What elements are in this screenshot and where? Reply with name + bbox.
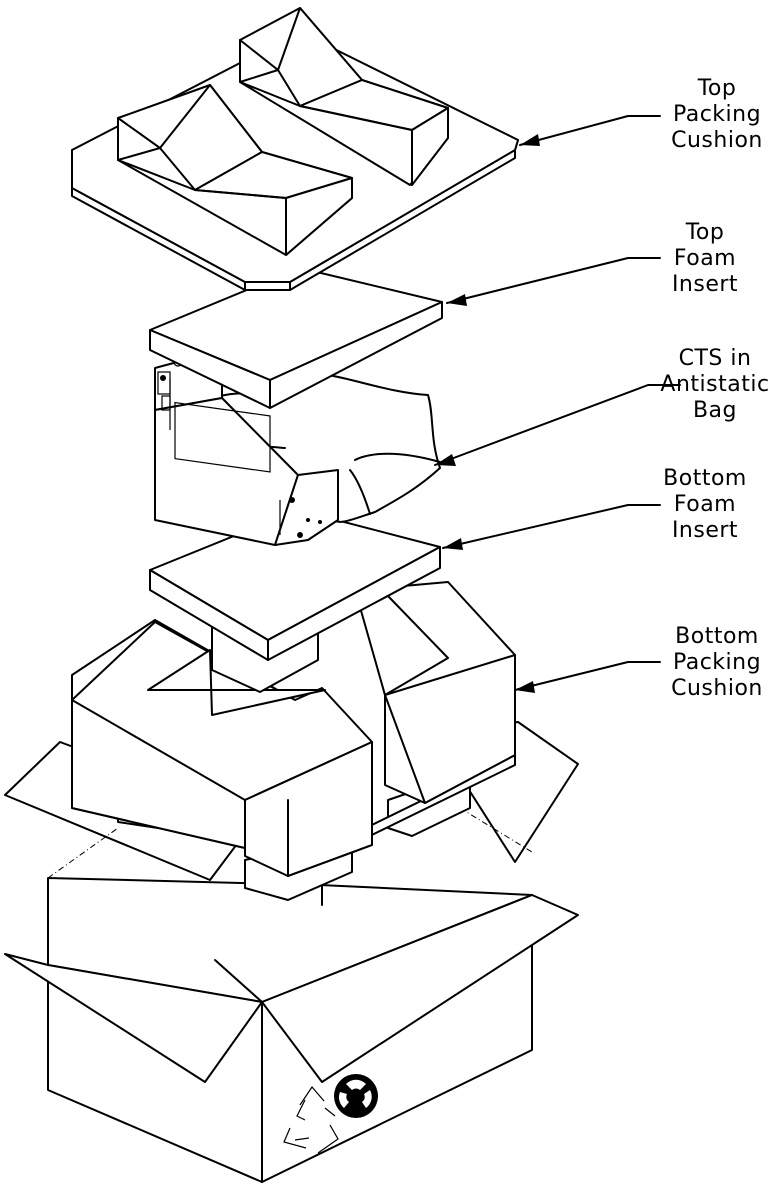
label-cts-in-antistatic-bag: CTS in Antistatic Bag — [650, 346, 780, 424]
leader-lines — [434, 115, 681, 693]
bottom-packing-cushion — [71, 581, 516, 901]
recycle-icon — [283, 1086, 339, 1154]
label-line: Packing — [672, 650, 762, 675]
label-line: Insert — [671, 518, 739, 543]
label-bottom-packing-cushion: Bottom Packing Cushion — [652, 624, 782, 702]
label-line: Packing — [672, 102, 762, 127]
shipping-box — [4, 721, 579, 1183]
label-line: Bottom — [675, 624, 759, 649]
label-line: CTS in — [678, 346, 752, 371]
label-line: Cushion — [671, 128, 763, 153]
label-bottom-foam-insert: Bottom Foam Insert — [640, 466, 770, 544]
label-line: Cushion — [671, 676, 763, 701]
label-line: Insert — [671, 272, 739, 297]
label-line: Top — [685, 220, 725, 245]
label-line: Bottom — [663, 466, 747, 491]
label-line: Antistatic — [660, 372, 770, 397]
bottom-foam-insert — [149, 509, 441, 661]
label-line: Foam — [673, 246, 737, 271]
label-top-packing-cushion: Top Packing Cushion — [652, 76, 782, 154]
recycle-circle-icon — [334, 1074, 378, 1118]
label-top-foam-insert: Top Foam Insert — [640, 220, 770, 298]
label-line: Foam — [673, 492, 737, 517]
label-line: Bag — [692, 398, 738, 423]
label-line: Top — [697, 76, 737, 101]
top-packing-cushion — [71, 7, 519, 291]
